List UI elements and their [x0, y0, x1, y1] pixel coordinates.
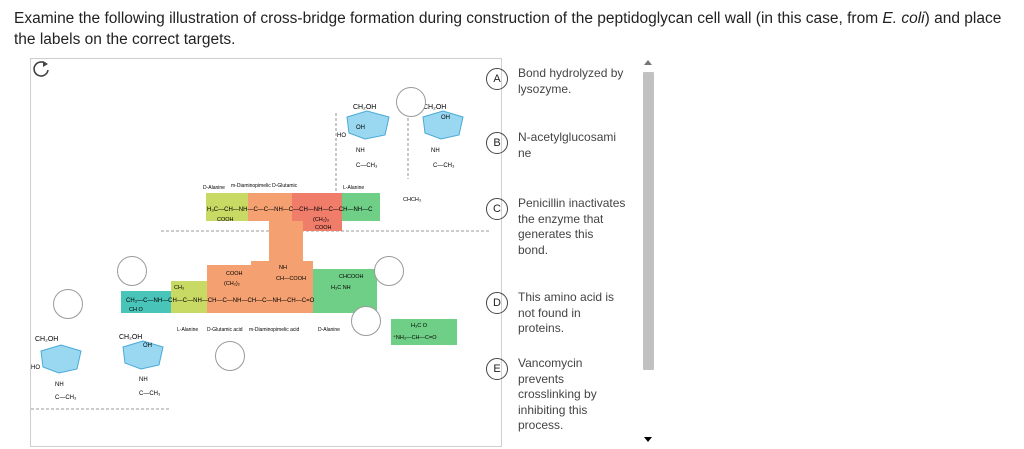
bottom-block-d-alanine — [313, 269, 377, 313]
svg-text:H₃C NH: H₃C NH — [331, 285, 351, 291]
svg-text:NH: NH — [279, 265, 287, 271]
drop-target-1[interactable] — [396, 87, 426, 117]
top-block-l-alanine — [342, 193, 380, 221]
drop-target-2[interactable] — [117, 256, 147, 286]
top-peptide-chain: H₃C—CH—NH—C—C—NH—C—CH—NH—C—CH—NH—C — [207, 207, 373, 213]
peptidoglycan-diagram: CH₂OH OH HO NH C—CH₃ CH₂OH OH NH C—CH₃ m… — [31, 104, 491, 410]
chevron-down-icon[interactable] — [644, 437, 652, 442]
svg-text:COOH: COOH — [226, 271, 243, 277]
bottom-block-dap — [251, 261, 313, 313]
svg-text:C—CH₃: C—CH₃ — [139, 391, 161, 397]
bottom-block-glutamic — [207, 265, 251, 313]
svg-text:OH: OH — [356, 125, 365, 131]
label-e[interactable]: E Vancomycin prevents crosslinking by in… — [486, 356, 626, 434]
label-letter-c: C — [486, 198, 508, 220]
label-letter-e: E — [486, 358, 508, 380]
svg-text:CH₂OH: CH₂OH — [423, 104, 446, 111]
bottom-glutamic-label: D-Glutamic acid — [207, 327, 243, 333]
crossbridge-dap-side — [269, 221, 303, 261]
label-text-d: This amino acid is not found in proteins… — [518, 290, 615, 335]
label-a[interactable]: A Bond hydrolyzed by lysozyme. — [486, 66, 626, 97]
svg-text:NH: NH — [431, 148, 440, 154]
svg-text:NH: NH — [55, 382, 64, 388]
svg-text:CH O: CH O — [129, 307, 143, 313]
top-block-dap — [248, 193, 292, 221]
top-d-alanine-label: D-Alanine — [203, 185, 225, 191]
label-letter-a: A — [486, 68, 508, 90]
drop-target-6[interactable] — [215, 341, 245, 371]
svg-text:C—CH₃: C—CH₃ — [55, 395, 77, 401]
svg-text:CHCOOH: CHCOOH — [339, 274, 363, 280]
bottom-sugar-nag: CH₂OH OH NH C—CH₃ — [119, 334, 164, 397]
bottom-l-alanine-label: L-Alanine — [177, 327, 198, 333]
labels-scrollbar[interactable] — [641, 58, 655, 444]
drop-target-4[interactable] — [374, 256, 404, 286]
top-aa-header: m-Diaminopimelic D-Glutamic — [231, 183, 298, 189]
svg-text:CH—COOH: CH—COOH — [276, 276, 306, 282]
label-c[interactable]: C Penicillin inactivates the enzyme that… — [486, 196, 626, 258]
svg-text:OH: OH — [143, 343, 152, 349]
bottom-sugar-nam: CH₂OH HO NH C—CH₃ — [31, 336, 82, 401]
svg-text:(CH₂)₃: (CH₂)₃ — [313, 217, 329, 223]
svg-text:CH₂OH: CH₂OH — [119, 334, 142, 341]
label-text-a: Bond hydrolyzed by lysozyme. — [518, 66, 624, 96]
label-text-c: Penicillin inactivates the enzyme that g… — [518, 196, 626, 257]
drop-target-5[interactable] — [351, 306, 381, 336]
label-b[interactable]: B N-acetylglucosamine — [486, 130, 626, 161]
bottom-d-alanine-label: D-Alanine — [318, 327, 340, 333]
svg-text:NH: NH — [356, 148, 365, 154]
top-l-alanine-label: L-Alanine — [343, 185, 364, 191]
svg-text:HO: HO — [337, 133, 346, 139]
label-text-b: N-acetylglucosamine — [518, 130, 617, 160]
svg-text:(CH₂)₂: (CH₂)₂ — [224, 281, 240, 287]
svg-text:CH₃: CH₃ — [174, 285, 184, 291]
svg-text:NH: NH — [139, 377, 148, 383]
bottom-peptide-chain: CH₃—C—NH—CH—C—NH—CH—C—NH—CH—C—NH—CH—C=O — [126, 298, 315, 304]
drop-target-3[interactable] — [53, 289, 83, 319]
svg-text:C—CH₃: C—CH₃ — [356, 163, 378, 169]
svg-text:COOH: COOH — [315, 225, 332, 231]
label-letter-b: B — [486, 132, 508, 154]
svg-text:C—CH₃: C—CH₃ — [433, 163, 455, 169]
top-sugar-nag: CH₂OH OH HO NH C—CH₃ — [337, 104, 390, 169]
reset-icon[interactable] — [31, 59, 51, 79]
top-sugar-nam: CH₂OH OH NH C—CH₃ — [422, 104, 464, 169]
terminal-d-alanine-block — [391, 319, 457, 345]
label-d[interactable]: D This amino acid is not found in protei… — [486, 290, 626, 337]
top-block-d-alanine — [206, 193, 248, 221]
bottom-dap-label: m-Diaminopimelic acid — [249, 327, 300, 333]
svg-text:⁺NH₃—CH—C=O: ⁺NH₃—CH—C=O — [393, 334, 437, 341]
svg-text:HO: HO — [31, 365, 40, 371]
bottom-block-lactyl — [121, 291, 171, 313]
svg-text:OH: OH — [441, 115, 450, 121]
svg-text:CH₂OH: CH₂OH — [353, 104, 376, 111]
svg-text:CHCH₃: CHCH₃ — [403, 197, 421, 203]
question-text: Examine the following illustration of cr… — [14, 10, 1002, 48]
label-letter-d: D — [486, 292, 508, 314]
svg-text:CH₂OH: CH₂OH — [35, 336, 58, 343]
bottom-block-l-alanine — [171, 281, 207, 313]
svg-text:H₃C O: H₃C O — [411, 323, 428, 329]
svg-text:COOH: COOH — [217, 217, 234, 223]
scroll-thumb[interactable] — [643, 72, 654, 370]
label-text-e: Vancomycin prevents crosslinking by inhi… — [518, 356, 597, 432]
chevron-up-icon[interactable] — [644, 60, 652, 65]
peptidoglycan-figure: CH₂OH OH HO NH C—CH₃ CH₂OH OH NH C—CH₃ m… — [30, 58, 502, 447]
